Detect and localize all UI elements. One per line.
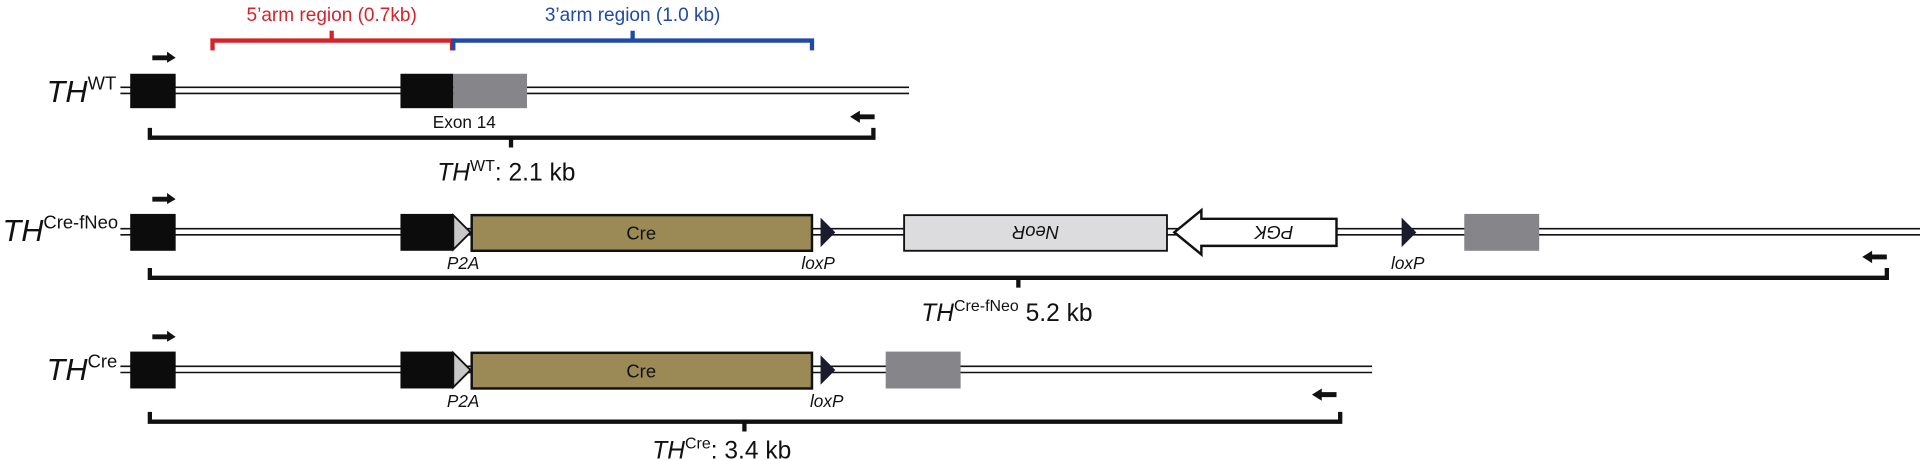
pcr-size-label-cre-fneo: THCre-fNeo 5.2 kb: [921, 298, 1092, 327]
pcr-product-bracket-wt: [147, 127, 876, 148]
allele-name: TH: [47, 74, 89, 109]
exon-14-utr-cre: [885, 351, 961, 389]
exon-14-utr-wt: [453, 73, 527, 109]
reverse-primer-icon: [1311, 388, 1337, 401]
pgk-label: PGK: [1254, 222, 1294, 243]
pgk-promoter-arrow: [1172, 207, 1338, 258]
pcr-product-bracket-cre: [147, 411, 1343, 432]
loxp-triangle-1: [820, 217, 836, 248]
cre-label-cre: Cre: [626, 360, 656, 381]
three-prime-arm-bracket: [451, 30, 815, 51]
allele-superscript: WT: [88, 73, 117, 94]
five-prime-arm-bracket: [210, 30, 455, 51]
pcr-size-label-cre: THCre: 3.4 kb: [652, 436, 791, 461]
neo-label: NeoR: [1012, 222, 1059, 243]
forward-primer-icon: [152, 193, 176, 205]
allele-name: TH: [2, 213, 44, 248]
loxp-label-1: loxP: [801, 253, 835, 273]
allele-label-wt: THWT: [47, 73, 117, 109]
exon-14-coding-cre: [400, 351, 454, 389]
reverse-primer-icon: [1862, 250, 1887, 264]
exon-1-cre: [130, 351, 176, 389]
five-prime-arm-label: 5’arm region (0.7kb): [247, 5, 417, 26]
allele-name: TH: [47, 352, 89, 387]
allele-label-cre-fneo: THCre-fNeo: [2, 212, 118, 248]
allele-superscript: Cre: [88, 351, 118, 372]
exon-1-wt: [130, 73, 176, 109]
p2a-label-cre: P2A: [447, 391, 479, 411]
cre-box-cre: [470, 351, 814, 390]
pcr-size-label-wt: THWT: 2.1 kb: [437, 158, 575, 187]
allele-label-cre: THCre: [47, 351, 118, 387]
exon-1-cre-fneo: [130, 213, 176, 251]
pcr-product-bracket-cre-fneo: [147, 267, 1889, 288]
forward-primer-icon: [152, 330, 176, 342]
three-prime-arm-label: 3’arm region (1.0 kb): [545, 5, 721, 26]
p2a-triangle-cre: [452, 350, 472, 390]
neo-box: [903, 214, 1168, 252]
loxp-triangle-cre: [820, 355, 836, 385]
p2a-triangle-cre-fneo: [452, 212, 472, 252]
exon-14-coding-cre-fneo: [400, 213, 454, 251]
exon-14-label: Exon 14: [433, 112, 496, 132]
exon-14-coding-wt: [400, 73, 454, 109]
cre-box-cre-fneo: [470, 213, 814, 253]
loxp-triangle-2: [1401, 217, 1417, 248]
loxp-label-2: loxP: [1391, 253, 1425, 273]
exon-14-utr-cre-fneo: [1464, 213, 1540, 251]
p2a-label-cre-fneo: P2A: [447, 253, 479, 273]
forward-primer-icon: [152, 51, 176, 63]
allele-superscript: Cre-fNeo: [43, 212, 118, 233]
loxp-label-cre: loxP: [810, 391, 844, 411]
cre-label-cre-fneo: Cre: [626, 223, 656, 244]
reverse-primer-icon: [850, 110, 875, 123]
